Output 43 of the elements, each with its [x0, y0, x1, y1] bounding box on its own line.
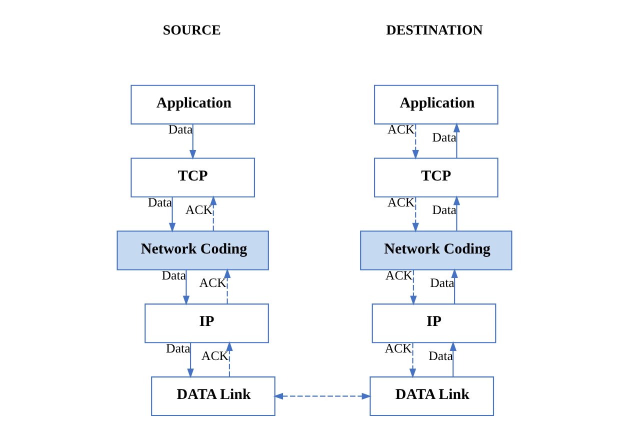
edge-label: Data	[428, 348, 452, 363]
edge-label: Data	[432, 130, 456, 144]
node-box: Network Coding	[116, 230, 268, 270]
node-box: TCP	[130, 158, 255, 198]
edge-label: ACK	[184, 203, 212, 218]
arrow	[412, 124, 418, 160]
edge-label: ACK	[387, 196, 414, 210]
arrow	[210, 196, 216, 231]
edge-label: Data	[432, 203, 456, 218]
node-box: IP	[144, 304, 268, 344]
edge-label: Data	[147, 196, 172, 210]
edge-label: ACK	[384, 341, 412, 356]
arrow	[188, 124, 196, 160]
label: SOURCE	[162, 23, 220, 38]
node-box: Application	[373, 84, 498, 124]
arrow	[182, 270, 190, 306]
edge-label: ACK	[387, 122, 414, 137]
edge-label: Data	[430, 276, 454, 290]
arrow	[412, 197, 418, 232]
arrow	[186, 342, 194, 378]
edge-label: Data	[161, 268, 186, 282]
arrow	[168, 197, 176, 232]
node-box: TCP	[373, 158, 498, 198]
edge-label: ACK	[198, 276, 226, 290]
edge-label: ACK	[384, 268, 412, 282]
arrow	[450, 268, 458, 304]
arrow	[410, 270, 416, 306]
arrow	[408, 342, 416, 378]
edge-label: Data	[166, 341, 190, 356]
edge-label: ACK	[200, 348, 228, 363]
arrow	[272, 392, 371, 400]
label: DESTINATION	[386, 23, 482, 38]
arrow	[449, 341, 456, 377]
edge-label: Data	[168, 122, 192, 137]
arrow	[226, 341, 232, 377]
node-box: Application	[130, 84, 255, 124]
node-box: IP	[371, 304, 496, 344]
node-box: Network Coding	[360, 230, 512, 270]
arrow	[223, 268, 230, 304]
arrow	[452, 122, 460, 158]
node-box: DATA Link	[150, 376, 275, 416]
arrow	[452, 196, 460, 231]
node-box: DATA Link	[369, 376, 494, 416]
